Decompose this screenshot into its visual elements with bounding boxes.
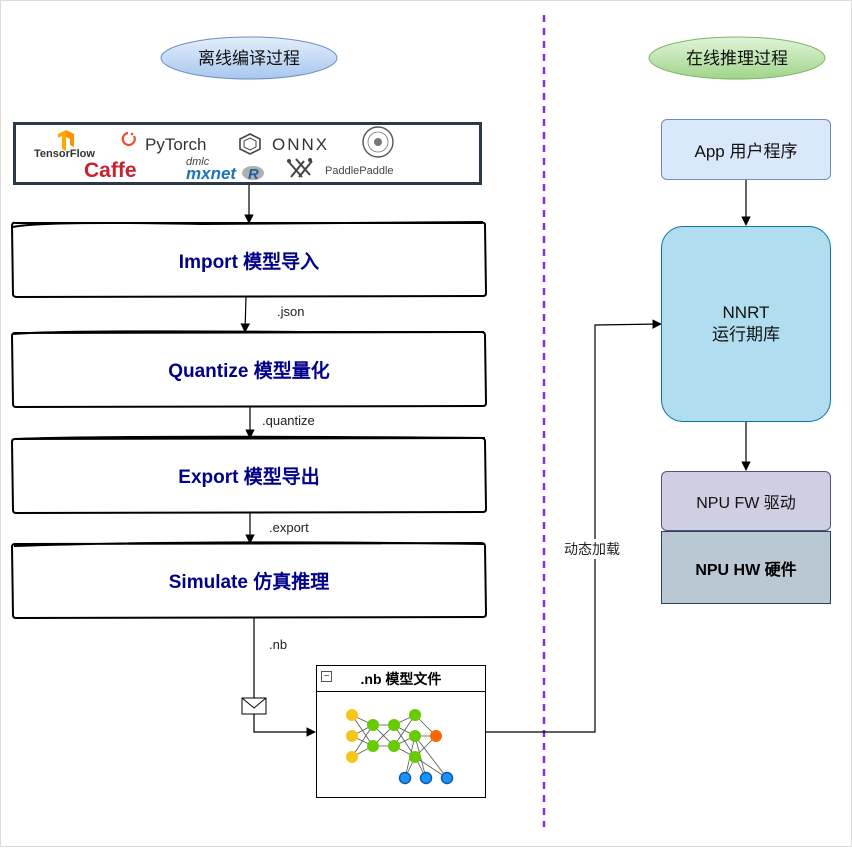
arrow-simulate-to-nbfile	[253, 618, 316, 737]
network-nodes	[346, 709, 454, 785]
online-header-pill: 在线推理过程	[648, 36, 826, 80]
collapse-toggle-icon[interactable]: −	[321, 671, 332, 682]
mxnet-dmlc-label: dmlc	[186, 156, 210, 168]
edge-label-export: .export	[267, 520, 311, 535]
framework-seal-icon	[362, 126, 394, 158]
neural-network-icon	[346, 709, 454, 785]
simulate-step: Simulate 仿真推理	[13, 544, 485, 617]
tensorflow-logo: TensorFlow	[34, 130, 95, 160]
edge-label-dynamic-load: 动态加载	[562, 539, 622, 559]
paddlepaddle-label: PaddlePaddle	[325, 165, 394, 177]
quantize-step-outline	[11, 330, 487, 408]
arrow-import-to-quantize	[240, 295, 251, 333]
mxnet-r-label: R	[248, 166, 259, 182]
nb-model-file-title: .nb 模型文件	[360, 670, 442, 687]
npu-fw-driver-box: NPU FW 驱动	[661, 471, 831, 531]
envelope-icon	[241, 697, 267, 715]
app-user-program-label: App 用户程序	[694, 142, 798, 161]
nnrt-label: NNRT	[722, 303, 770, 322]
nnrt-runtime-box: NNRT 运行期库	[661, 226, 831, 422]
paddlepaddle-logo: PaddlePaddle	[287, 158, 394, 178]
npu-hw-hardware-box: NPU HW 硬件	[661, 531, 831, 604]
export-step: Export 模型导出	[13, 439, 485, 512]
caffe-logo: Caffe	[84, 159, 137, 182]
arrow-nbfile-to-nnrt	[486, 319, 662, 733]
onnx-logo: ONNX	[239, 133, 329, 155]
mxnet-logo: dmlc mxnet R	[186, 156, 264, 183]
edge-label-quantize: .quantize	[260, 413, 317, 428]
offline-header-pill: 离线编译过程	[160, 36, 338, 80]
framework-logos: TensorFlow PyTorch ONNX Caffe	[34, 126, 394, 183]
framework-logos-panel: TensorFlow PyTorch ONNX Caffe	[13, 122, 482, 185]
mxnet-label: mxnet	[186, 164, 237, 182]
pytorch-logo: PyTorch	[121, 131, 206, 154]
tensorflow-label: TensorFlow	[34, 148, 95, 160]
import-step: Import 模型导入	[13, 224, 485, 296]
export-step-label: Export 模型导出	[178, 467, 320, 488]
nb-model-file: − .nb 模型文件	[316, 665, 486, 798]
nnrt-runtime-label: 运行期库	[712, 325, 780, 344]
quantize-step: Quantize 模型量化	[13, 333, 485, 406]
quantize-step-label: Quantize 模型量化	[168, 361, 330, 382]
npu-hw-hardware-label: NPU HW 硬件	[695, 561, 797, 579]
import-step-outline	[11, 221, 487, 298]
nb-model-file-header: − .nb 模型文件	[317, 666, 485, 692]
npu-fw-driver-label: NPU FW 驱动	[696, 495, 796, 512]
pytorch-label: PyTorch	[145, 135, 206, 154]
offline-header-label: 离线编译过程	[198, 49, 300, 68]
export-step-outline	[11, 435, 487, 514]
onnx-label: ONNX	[272, 135, 329, 154]
app-user-program-box: App 用户程序	[661, 119, 831, 180]
edge-label-nb: .nb	[267, 637, 290, 652]
simulate-step-label: Simulate 仿真推理	[168, 572, 330, 593]
simulate-step-outline	[11, 541, 487, 619]
edge-label-json: .json	[275, 304, 307, 319]
import-step-label: Import 模型导入	[178, 251, 320, 273]
online-header-label: 在线推理过程	[686, 49, 788, 68]
